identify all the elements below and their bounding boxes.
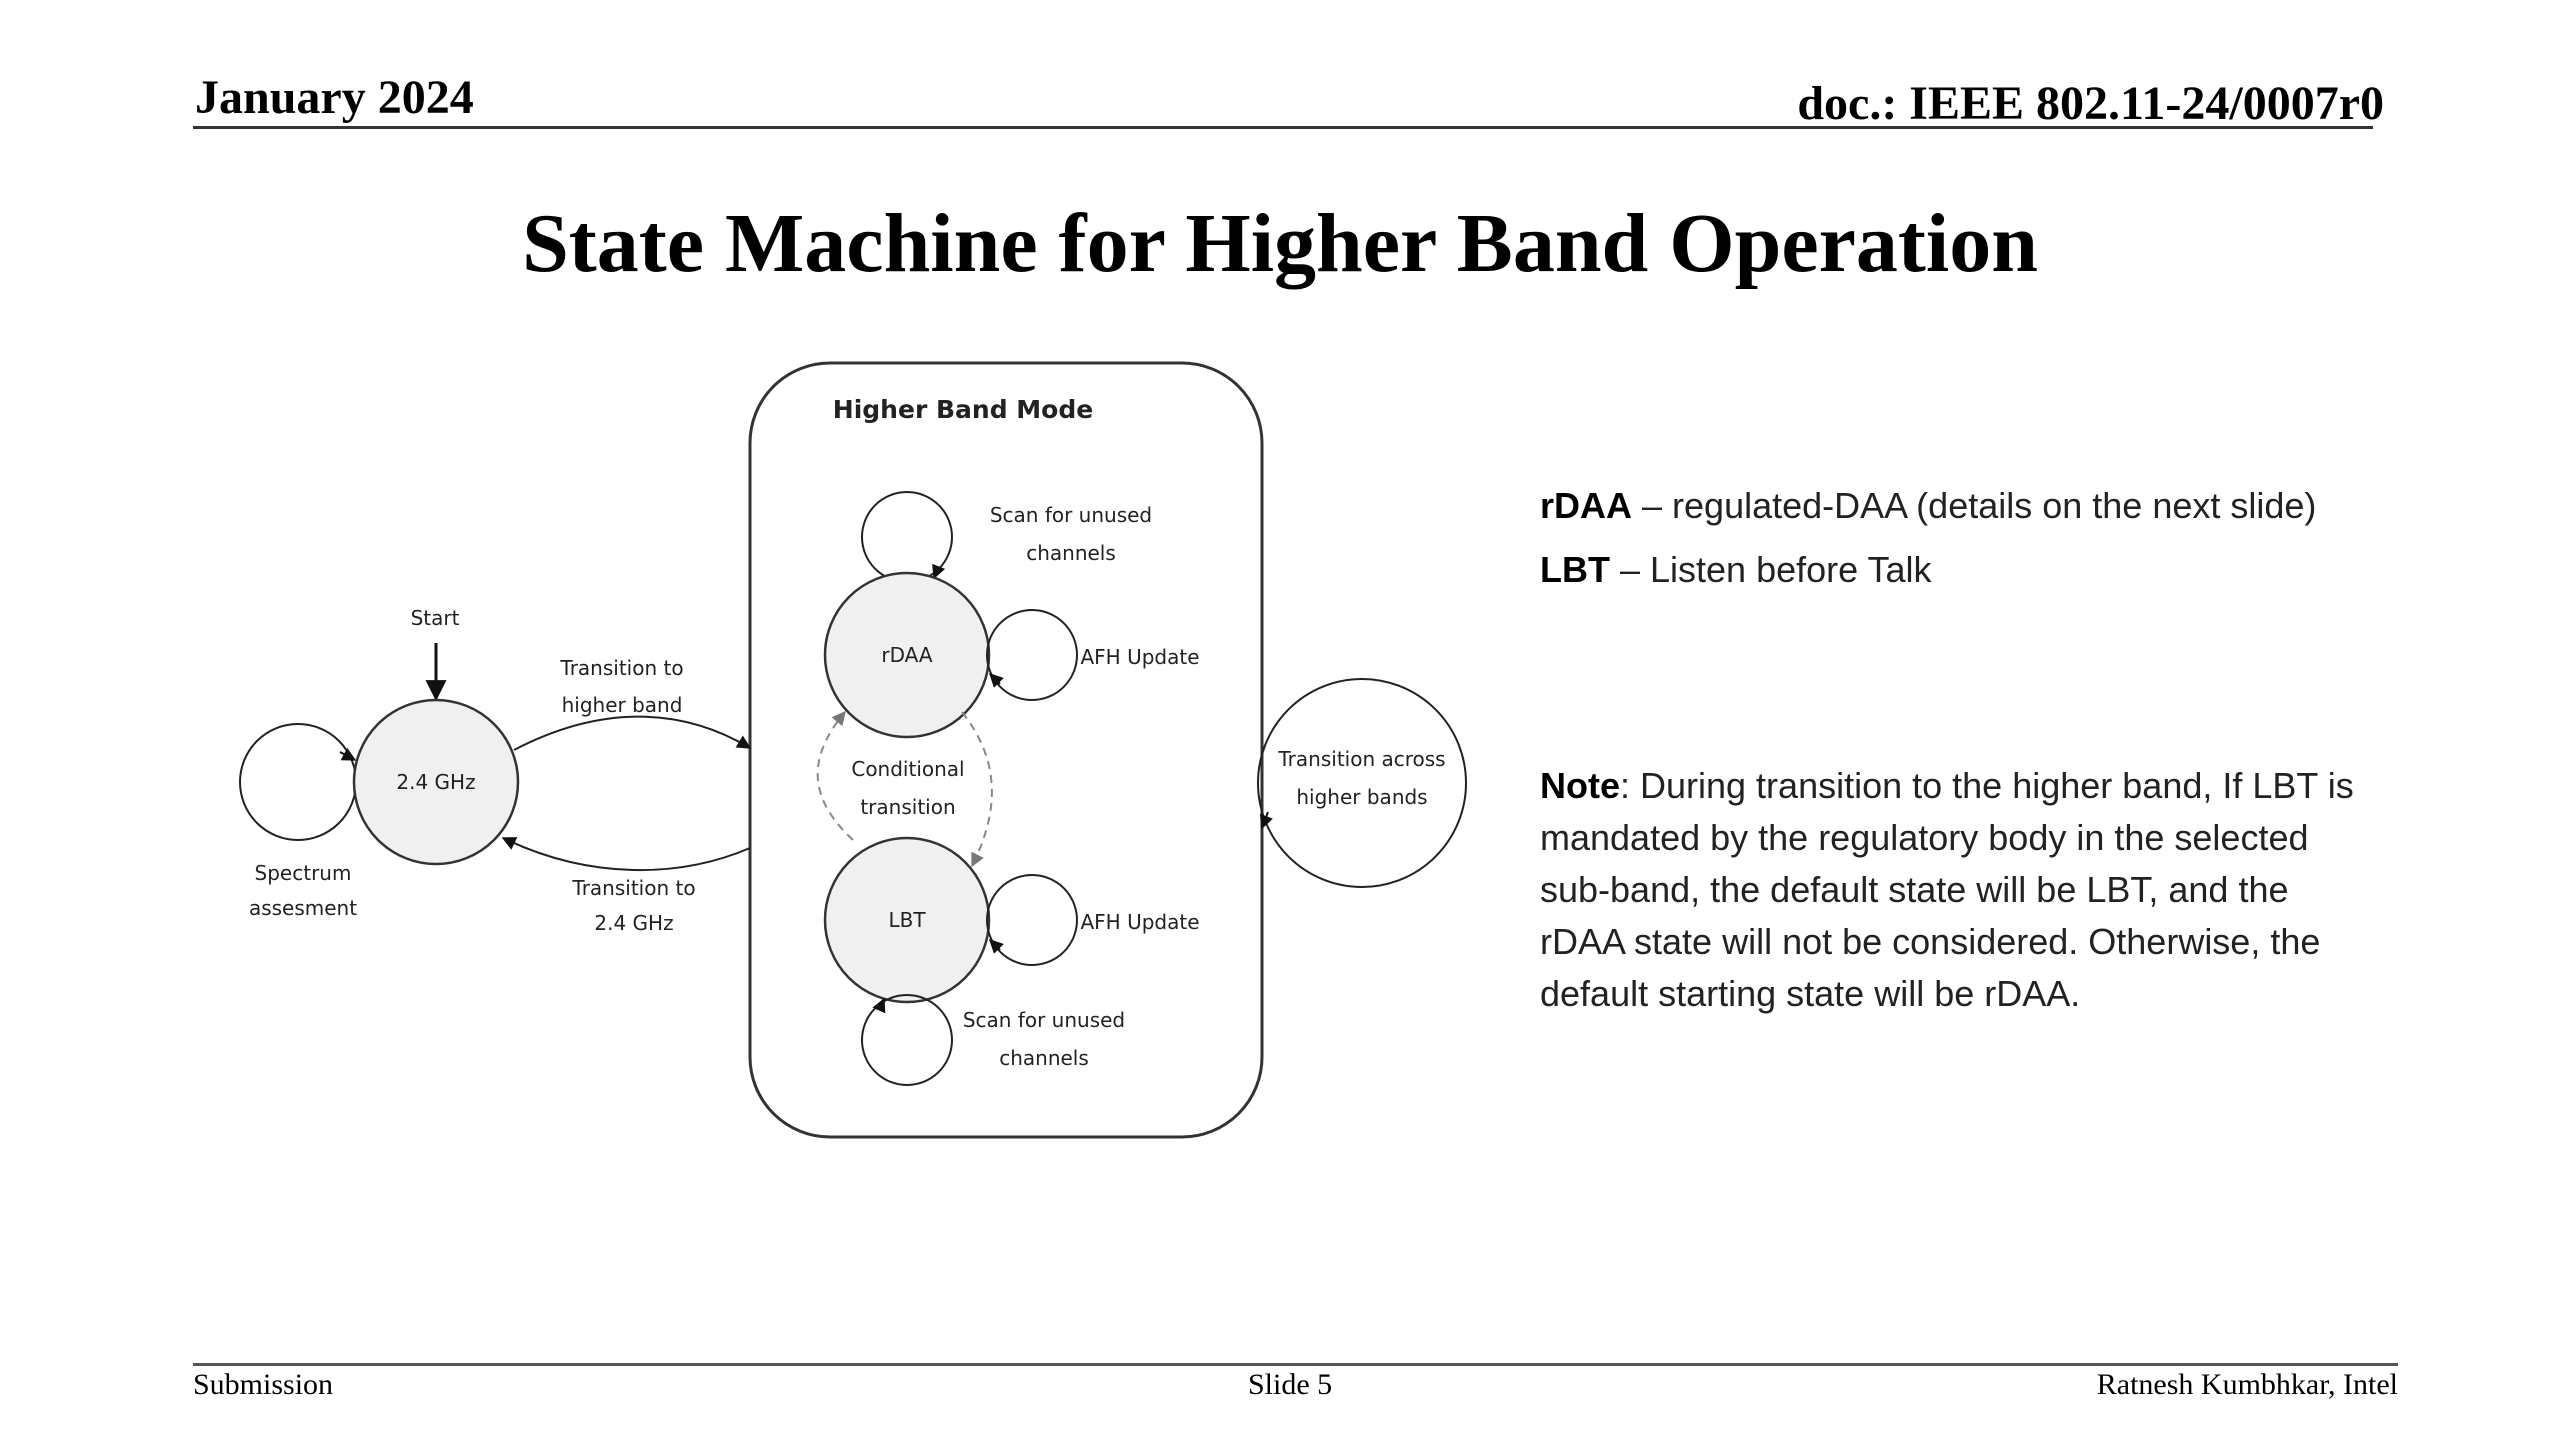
spectrum-label-line1: Spectrum — [255, 861, 352, 885]
scan-bottom-label-line1: Scan for unused — [963, 1008, 1125, 1032]
scan-bottom-label-line2: channels — [999, 1046, 1089, 1070]
definition-rdaa: rDAA – regulated-DAA (details on the nex… — [1540, 485, 2316, 527]
afh-top-loop — [986, 609, 1078, 701]
afh-top-arrowhead — [989, 673, 1004, 688]
spectrum-loop — [239, 723, 357, 841]
header-doc-id: doc.: IEEE 802.11-24/0007r0 — [1797, 77, 2384, 130]
state-rdaa — [823, 571, 991, 739]
across-bands-loop — [1257, 678, 1467, 888]
footer-submission: Submission — [193, 1368, 334, 1401]
state-lbt-label: LBT — [888, 908, 926, 932]
scan-top-label-line2: channels — [1026, 541, 1116, 565]
rdaa-term: rDAA — [1540, 485, 1633, 526]
footer-divider — [193, 1363, 2398, 1366]
rdaa-desc: – regulated-DAA (details on the next sli… — [1632, 485, 2317, 526]
higher-band-mode-box — [748, 361, 1264, 1139]
cond-label-line2: transition — [860, 795, 955, 819]
header-date: January 2024 — [195, 71, 474, 124]
higher-band-mode-title: Higher Band Mode — [833, 395, 1093, 424]
note-label: Note — [1540, 765, 1620, 806]
afh-bottom-label: AFH Update — [1080, 910, 1199, 934]
to-24-label-line1: Transition to — [571, 876, 695, 900]
footer-author: Ratnesh Kumbhkar, Intel — [2096, 1368, 2398, 1401]
scan-top-arrowhead — [932, 563, 946, 580]
scan-bottom-arrowhead — [872, 997, 886, 1014]
state-lbt — [823, 836, 991, 1004]
across-label-line1: Transition across — [1277, 747, 1445, 771]
lbt-desc: – Listen before Talk — [1609, 549, 1932, 590]
scan-top-label-line1: Scan for unused — [990, 503, 1152, 527]
cond-arrow-up — [816, 710, 854, 841]
to-higher-label-line2: higher band — [562, 693, 683, 717]
spectrum-label-line2: assesment — [249, 896, 357, 920]
definitions: rDAA – regulated-DAA (details on the nex… — [1540, 485, 2316, 613]
note-paragraph: Note: During transition to the higher ba… — [1540, 760, 2370, 1020]
across-bands-arrowhead — [1259, 811, 1273, 830]
afh-top-label: AFH Update — [1080, 645, 1199, 669]
to-24-label-line2: 2.4 GHz — [594, 911, 673, 935]
across-label-line2: higher bands — [1296, 785, 1427, 809]
footer-slide-number: Slide 5 — [1248, 1368, 1333, 1401]
definition-lbt: LBT – Listen before Talk — [1540, 549, 2316, 591]
scan-bottom-loop — [861, 994, 953, 1086]
state-2-4ghz-label: 2.4 GHz — [396, 770, 475, 794]
afh-bottom-loop — [986, 874, 1078, 966]
spectrum-loop-arrowhead — [339, 747, 357, 761]
arrow-to-higher-band — [513, 715, 752, 751]
lbt-term: LBT — [1540, 549, 1610, 590]
start-label: Start — [411, 606, 460, 630]
afh-bottom-arrowhead — [989, 939, 1004, 954]
arrow-to-2-4ghz — [501, 837, 751, 872]
note-text: : During transition to the higher band, … — [1540, 765, 2354, 1014]
to-higher-label-line1: Transition to — [559, 656, 683, 680]
cond-label-line1: Conditional — [851, 757, 964, 781]
header-divider — [193, 126, 2373, 129]
state-2-4ghz — [352, 698, 520, 866]
slide-title: State Machine for Higher Band Operation — [522, 197, 2038, 290]
state-rdaa-label: rDAA — [881, 643, 933, 667]
cond-arrow-down — [961, 711, 993, 868]
